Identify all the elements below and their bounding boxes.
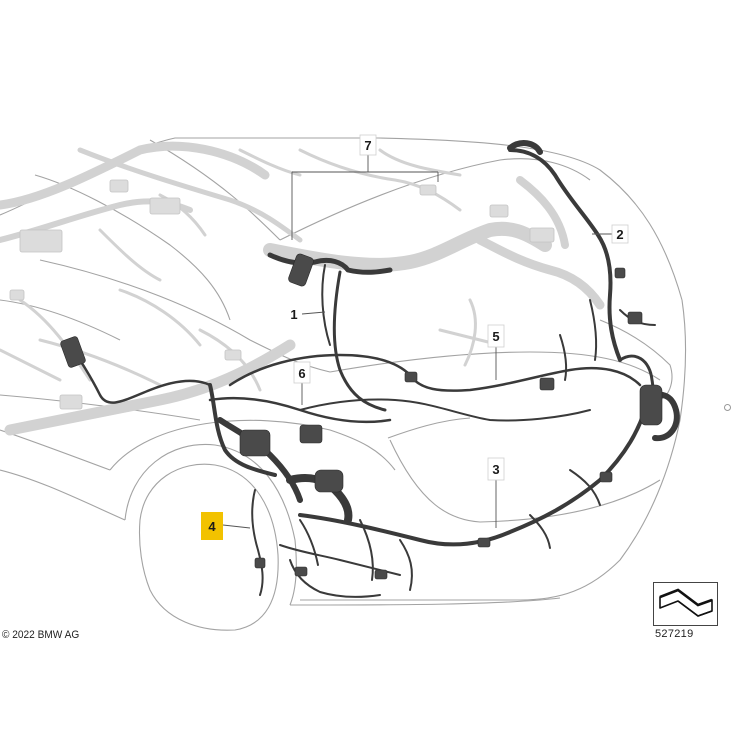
callout-6-label: 6 <box>298 366 305 381</box>
copyright-text: © 2022 BMW AG <box>2 629 80 641</box>
ghost-connectors <box>9 179 555 410</box>
callout-5: 5 <box>487 324 505 348</box>
reference-symbol <box>653 582 718 626</box>
harness-connectors <box>60 253 663 580</box>
callout-4-highlight <box>201 512 223 540</box>
reference-number: 527219 <box>655 628 694 640</box>
callout-4: 4 <box>201 512 223 540</box>
callout-4-label: 4 <box>208 519 216 534</box>
callout-2-label: 2 <box>616 227 623 242</box>
callout-7: 7 <box>359 134 377 156</box>
callout-2: 2 <box>611 224 629 244</box>
edge-marker-icon <box>724 404 731 411</box>
leader-lines <box>222 155 612 529</box>
callout-6: 6 <box>293 361 311 384</box>
main-harness <box>68 140 680 598</box>
callout-7-label: 7 <box>364 138 371 153</box>
callout-1: 1 <box>286 305 302 323</box>
callout-1-label: 1 <box>290 307 297 322</box>
ghost-harness <box>0 141 605 436</box>
callout-5-label: 5 <box>492 329 499 344</box>
callout-3: 3 <box>487 457 505 481</box>
callout-3-label: 3 <box>492 462 499 477</box>
rear-wheel <box>138 463 279 631</box>
sheet-symbol-icon <box>659 588 713 617</box>
